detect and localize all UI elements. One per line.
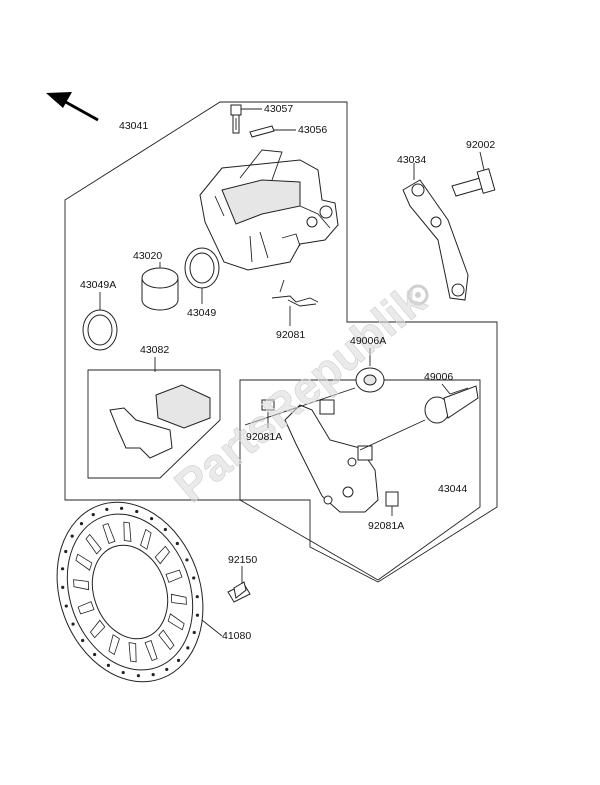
caliper-bracket xyxy=(284,399,379,513)
label-49006A: 49006A xyxy=(350,335,386,347)
disc-hole xyxy=(105,507,109,511)
disc-slot xyxy=(167,613,185,631)
caliper-assembly-outline xyxy=(64,101,498,583)
label-43057: 43057 xyxy=(264,103,293,115)
disc-hole xyxy=(195,613,200,617)
label-43056: 43056 xyxy=(298,124,327,136)
slide-pin xyxy=(424,385,479,424)
label-92081: 92081 xyxy=(276,329,305,341)
disc-hole xyxy=(106,663,110,667)
torque-link xyxy=(402,179,469,301)
dust-seal xyxy=(82,309,118,351)
label-43049: 43049 xyxy=(187,307,216,319)
label-43082: 43082 xyxy=(140,344,169,356)
disc-hole xyxy=(71,622,75,626)
label-92081A-upper: 92081A xyxy=(246,431,282,443)
disc-hole xyxy=(186,646,190,650)
pad-retainer-upper xyxy=(261,399,275,411)
disc-hole xyxy=(192,630,196,635)
disc-hole xyxy=(61,585,65,589)
brake-pads xyxy=(109,384,211,459)
direction-arrow-icon xyxy=(46,92,99,122)
label-92150: 92150 xyxy=(228,554,257,566)
label-43049A: 43049A xyxy=(80,279,116,291)
disc-hole xyxy=(64,549,68,554)
disc-slot xyxy=(170,593,187,605)
piston-seal xyxy=(184,247,220,289)
bleed-cap xyxy=(249,125,275,138)
disc-slot xyxy=(89,619,106,639)
disc-hole xyxy=(121,670,125,675)
disc-hole xyxy=(64,604,68,608)
bleed-screw xyxy=(230,104,242,134)
caliper-body xyxy=(199,149,339,271)
disc-slot xyxy=(128,642,137,663)
disc-hole xyxy=(60,567,65,571)
disc-slot xyxy=(165,569,183,583)
disc-slot xyxy=(144,640,158,662)
disc-slot xyxy=(140,528,152,550)
disc-slot xyxy=(123,521,132,542)
disc-hole xyxy=(70,534,74,538)
disc-hole xyxy=(119,506,124,510)
disc-hole xyxy=(79,522,84,526)
disc-bolt xyxy=(227,581,251,603)
label-43044: 43044 xyxy=(438,483,467,495)
pad-box-outline xyxy=(87,369,221,479)
pad-spring xyxy=(271,279,319,307)
label-92002: 92002 xyxy=(466,139,495,151)
disc-hole xyxy=(163,527,167,532)
disc-slot xyxy=(75,553,93,571)
disc-slot xyxy=(158,629,175,651)
bracket-outline xyxy=(239,379,481,581)
disc-hole xyxy=(93,652,97,657)
disc-hole xyxy=(192,576,196,580)
brake-disc xyxy=(56,501,204,683)
link-bolt xyxy=(451,168,496,197)
disc-slot xyxy=(108,634,120,656)
pin-boot xyxy=(355,367,385,393)
label-92081A-lower: 92081A xyxy=(368,520,404,532)
disc-hole xyxy=(175,541,179,546)
label-43041: 43041 xyxy=(119,120,148,132)
gear-icon xyxy=(407,284,429,306)
disc-slot xyxy=(154,545,171,565)
disc-slot xyxy=(85,533,102,555)
disc-hole xyxy=(151,673,155,677)
disc-hole xyxy=(176,658,181,662)
piston xyxy=(141,267,179,311)
disc-hole xyxy=(165,667,169,672)
disc-hole xyxy=(195,595,199,599)
disc-slot xyxy=(77,601,95,615)
disc-hole xyxy=(135,509,139,514)
label-49006: 49006 xyxy=(424,371,453,383)
label-41080: 41080 xyxy=(222,630,251,642)
label-43020: 43020 xyxy=(133,250,162,262)
disc-slot xyxy=(102,522,116,544)
disc-hole xyxy=(136,674,141,678)
disc-hole xyxy=(81,638,85,643)
disc-hole xyxy=(150,517,154,521)
disc-hole xyxy=(91,512,95,517)
label-43034: 43034 xyxy=(397,154,426,166)
disc-hole xyxy=(185,558,189,562)
pad-retainer-lower xyxy=(385,491,399,507)
disc-slot xyxy=(73,579,90,591)
